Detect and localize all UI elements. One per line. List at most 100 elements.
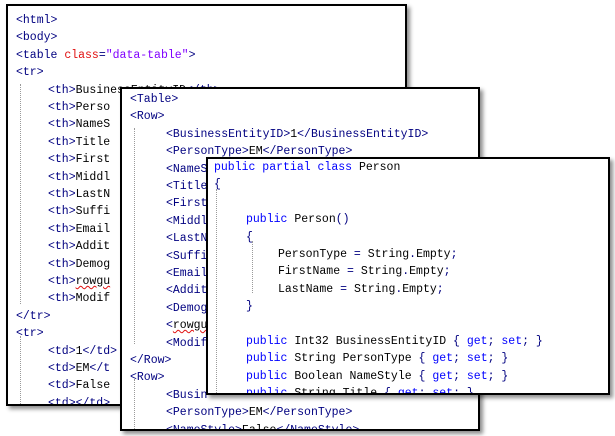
code-token: rowgu: [172, 319, 208, 333]
code-token: =: [340, 282, 354, 296]
code-line: <body>: [16, 29, 57, 46]
code-token: <th>: [48, 135, 76, 149]
code-token: public: [246, 387, 295, 395]
code-token: <th>: [48, 257, 76, 271]
code-token: =: [353, 248, 368, 261]
code-token: String Title: [294, 387, 385, 395]
code-token: EM: [248, 406, 263, 420]
indent-guide: [20, 84, 21, 304]
code-line: }: [246, 298, 253, 315]
code-token: <Busin: [166, 388, 208, 402]
code-line: public Int32 BusinessEntityID { get; set…: [246, 333, 543, 350]
code-token: set: [501, 335, 523, 348]
code-token: NameS: [75, 118, 111, 132]
code-token: Empty: [402, 282, 437, 296]
code-token: Addit: [75, 240, 111, 254]
code-token: <td>: [48, 344, 76, 358]
code-line: <th>Title: [48, 134, 110, 151]
code-token: <PersonType>: [166, 145, 249, 159]
code-token: {: [246, 230, 253, 244]
code-token: Middl: [75, 170, 111, 184]
code-line: <th>Middl: [48, 169, 110, 186]
code-token: </NameStyle>: [276, 423, 360, 431]
code-line: public String Title { get; set; }: [246, 385, 474, 395]
code-line: <NameS: [166, 161, 207, 178]
code-token: </Row>: [130, 354, 172, 367]
code-line: FirstName = String.Empty;: [278, 263, 451, 280]
code-line: <Row>: [130, 108, 165, 125]
code-token: Perso: [75, 101, 111, 114]
code-token: Person: [294, 213, 336, 227]
code-token: Boolean NameStyle: [294, 369, 419, 383]
code-token: <Row>: [130, 371, 165, 385]
code-line: </Row>: [130, 352, 171, 369]
code-token: <First: [166, 197, 208, 211]
code-line: <Addit: [166, 282, 207, 299]
code-token: <Demog: [166, 301, 208, 315]
code-token: FirstName: [278, 265, 348, 279]
code-token: EM: [75, 362, 90, 375]
code-line: {: [214, 176, 221, 193]
code-line: <td>False: [48, 377, 110, 394]
code-token: LastN: [75, 188, 111, 201]
code-token: get: [397, 387, 419, 395]
code-token: <th>: [48, 188, 76, 201]
code-token: <th>: [48, 170, 76, 184]
code-line: <Busin: [166, 387, 207, 404]
code-line: public partial class Person: [214, 159, 400, 176]
code-token: <th>: [48, 205, 76, 219]
code-token: Empty: [409, 265, 444, 279]
code-token: Title: [75, 135, 111, 149]
code-token: ; }: [487, 369, 509, 383]
code-line: public String PersonType { get; set; }: [246, 350, 508, 367]
code-token: set: [466, 369, 488, 383]
code-token: <: [166, 319, 173, 333]
code-token: set: [432, 387, 454, 395]
code-line: <th>Suffi: [48, 203, 110, 220]
code-token: .: [395, 282, 403, 296]
code-token: ; }: [453, 387, 474, 395]
code-token: <td>: [48, 362, 76, 375]
code-token: <BusinessEntityID>: [166, 127, 291, 141]
code-line: <td>EM</t: [48, 360, 110, 377]
code-token: <html>: [16, 14, 58, 27]
code-token: .: [402, 265, 410, 279]
code-token: {: [384, 387, 398, 395]
code-token: LastName: [278, 282, 341, 296]
code-token: <body>: [16, 31, 58, 45]
code-token: PersonType: [278, 248, 354, 261]
code-token: 1: [290, 127, 298, 141]
code-token: <Middl: [166, 214, 208, 228]
code-token: <td>: [48, 379, 76, 393]
code-token: <th>: [48, 118, 76, 132]
code-token: <td></td>: [48, 396, 111, 406]
code-line: <First: [166, 195, 207, 212]
code-line: </tr>: [16, 308, 51, 325]
code-line: LastName = String.Empty;: [278, 281, 444, 298]
code-token: <Row>: [130, 110, 165, 124]
code-token: <tr>: [16, 327, 44, 341]
code-token: </tr>: [16, 309, 51, 323]
code-token: ;: [453, 352, 467, 366]
code-token: </PersonType>: [262, 145, 353, 159]
code-token: <table: [16, 48, 65, 62]
code-token: <NameS: [166, 162, 208, 176]
code-token: public: [246, 213, 295, 227]
code-token: <Table>: [130, 93, 179, 106]
code-token: ;: [436, 282, 444, 296]
code-token: Email: [75, 222, 111, 236]
code-token: <th>: [48, 153, 76, 167]
code-token: <NameStyle>: [166, 423, 242, 431]
code-line: <html>: [16, 12, 57, 29]
code-token: <th>: [48, 101, 76, 114]
code-token: String: [367, 248, 410, 261]
code-token: ;: [453, 369, 467, 383]
code-token: {: [418, 369, 433, 383]
code-token: public partial class: [214, 161, 359, 174]
code-token: ; }: [487, 352, 509, 366]
code-line: <td>1</td>: [48, 343, 117, 360]
code-line: <Demog: [166, 300, 207, 317]
code-token: <tr>: [16, 66, 44, 80]
code-line: <Table>: [130, 91, 178, 108]
code-token: <Title: [166, 180, 208, 193]
